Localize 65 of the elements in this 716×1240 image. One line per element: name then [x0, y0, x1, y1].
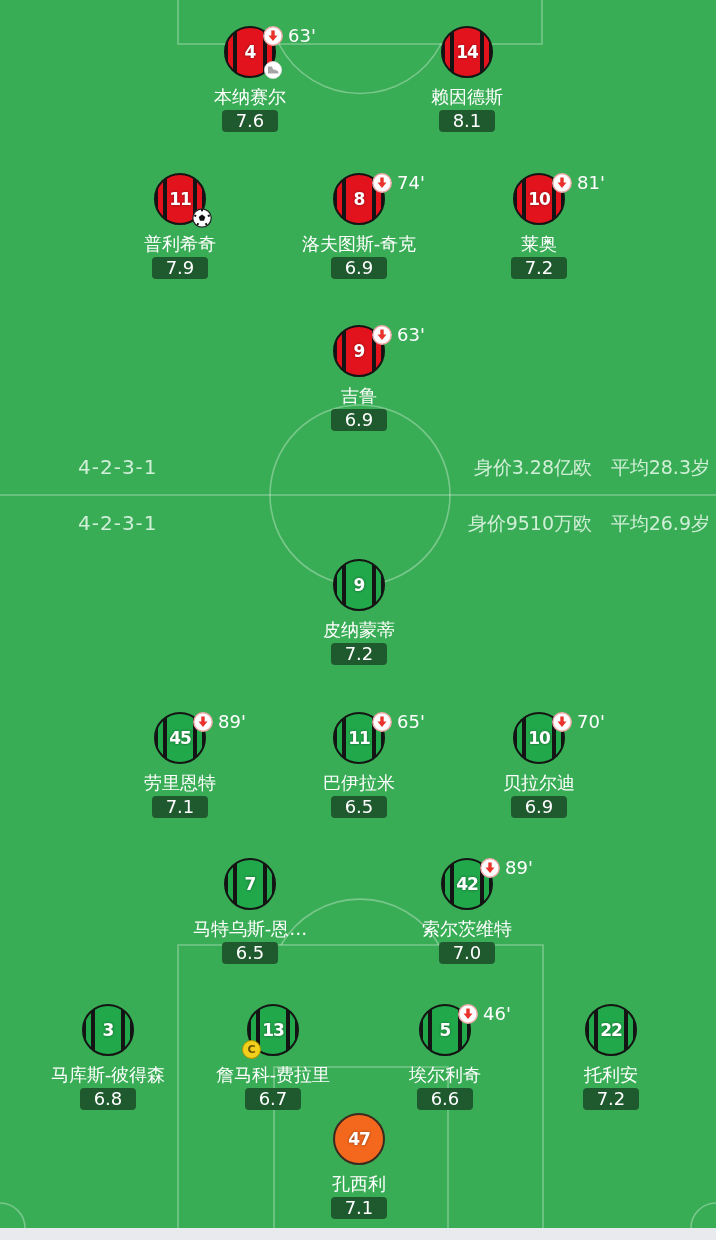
jersey-circle: 9 [333, 325, 385, 377]
rating-tag: 7.2 [331, 643, 387, 665]
rating-tag: 6.7 [245, 1088, 301, 1110]
jersey-circle: 42 [441, 858, 493, 910]
jersey-circle: 10 [513, 712, 565, 764]
jersey-circle: 47 [333, 1113, 385, 1165]
rating-tag: 6.9 [511, 796, 567, 818]
player-name: 普利希奇 [144, 233, 216, 255]
substitution-time: 70' [577, 711, 605, 733]
player-name: 埃尔利奇 [409, 1064, 481, 1086]
captain-badge: C [242, 1040, 261, 1059]
player-name: 马库斯-彼得森 [50, 1064, 166, 1086]
player-name: 马特乌斯-恩… [192, 918, 308, 940]
substitution-time: 89' [505, 857, 533, 879]
jersey-circle: 11 [154, 173, 206, 225]
jersey-circle: 14 [441, 26, 493, 78]
player-name: 赖因德斯 [431, 86, 503, 108]
rating-tag: 7.0 [439, 942, 495, 964]
player-name: 托利安 [584, 1064, 638, 1086]
substitution-time: 63' [397, 324, 425, 346]
substitution-time: 74' [397, 172, 425, 194]
rating-tag: 6.5 [222, 942, 278, 964]
rating-tag: 6.5 [331, 796, 387, 818]
team-stat-text: 平均28.3岁 [610, 455, 710, 480]
substitution-time: 81' [577, 172, 605, 194]
substitution-time: 46' [483, 1003, 511, 1025]
rating-tag: 7.6 [222, 110, 278, 132]
player-name: 孔西利 [332, 1173, 386, 1195]
substitution-time: 65' [397, 711, 425, 733]
team-stat-text: 身价9510万欧 [467, 511, 592, 536]
jersey-circle: 3 [82, 1004, 134, 1056]
team-stat-text: 身价3.28亿欧 [473, 455, 592, 480]
rating-tag: 7.9 [152, 257, 208, 279]
rating-tag: 6.6 [417, 1088, 473, 1110]
substitution-time: 63' [288, 25, 316, 47]
player-name: 皮纳蒙蒂 [323, 619, 395, 641]
rating-tag: 7.1 [331, 1197, 387, 1219]
player-name: 索尔茨维特 [422, 918, 512, 940]
jersey-circle: 11 [333, 712, 385, 764]
rating-tag: 8.1 [439, 110, 495, 132]
formation-text: 4-2-3-1 [78, 454, 158, 480]
player-name: 贝拉尔迪 [503, 772, 575, 794]
player-name: 本纳赛尔 [214, 86, 286, 108]
player-name: 莱奥 [521, 233, 557, 255]
rating-tag: 7.1 [152, 796, 208, 818]
jersey-circle: 10 [513, 173, 565, 225]
jersey-circle: 8 [333, 173, 385, 225]
player-name: 洛夫图斯-奇克 [301, 233, 417, 255]
rating-tag: 7.2 [583, 1088, 639, 1110]
rating-tag: 6.8 [80, 1088, 136, 1110]
jersey-circle: 9 [333, 559, 385, 611]
team-stat-text: 平均26.9岁 [610, 511, 710, 536]
jersey-circle: 22 [585, 1004, 637, 1056]
formation-text: 4-2-3-1 [78, 510, 158, 536]
jersey-circle: 5 [419, 1004, 471, 1056]
substitution-time: 89' [218, 711, 246, 733]
rating-tag: 6.9 [331, 257, 387, 279]
player-name: 巴伊拉米 [323, 772, 395, 794]
player-name: 劳里恩特 [144, 772, 216, 794]
player-name: 詹马科-费拉里 [215, 1064, 331, 1086]
player-name: 吉鲁 [341, 385, 377, 407]
rating-tag: 7.2 [511, 257, 567, 279]
jersey-circle: 7 [224, 858, 276, 910]
jersey-circle: 45 [154, 712, 206, 764]
rating-tag: 6.9 [331, 409, 387, 431]
